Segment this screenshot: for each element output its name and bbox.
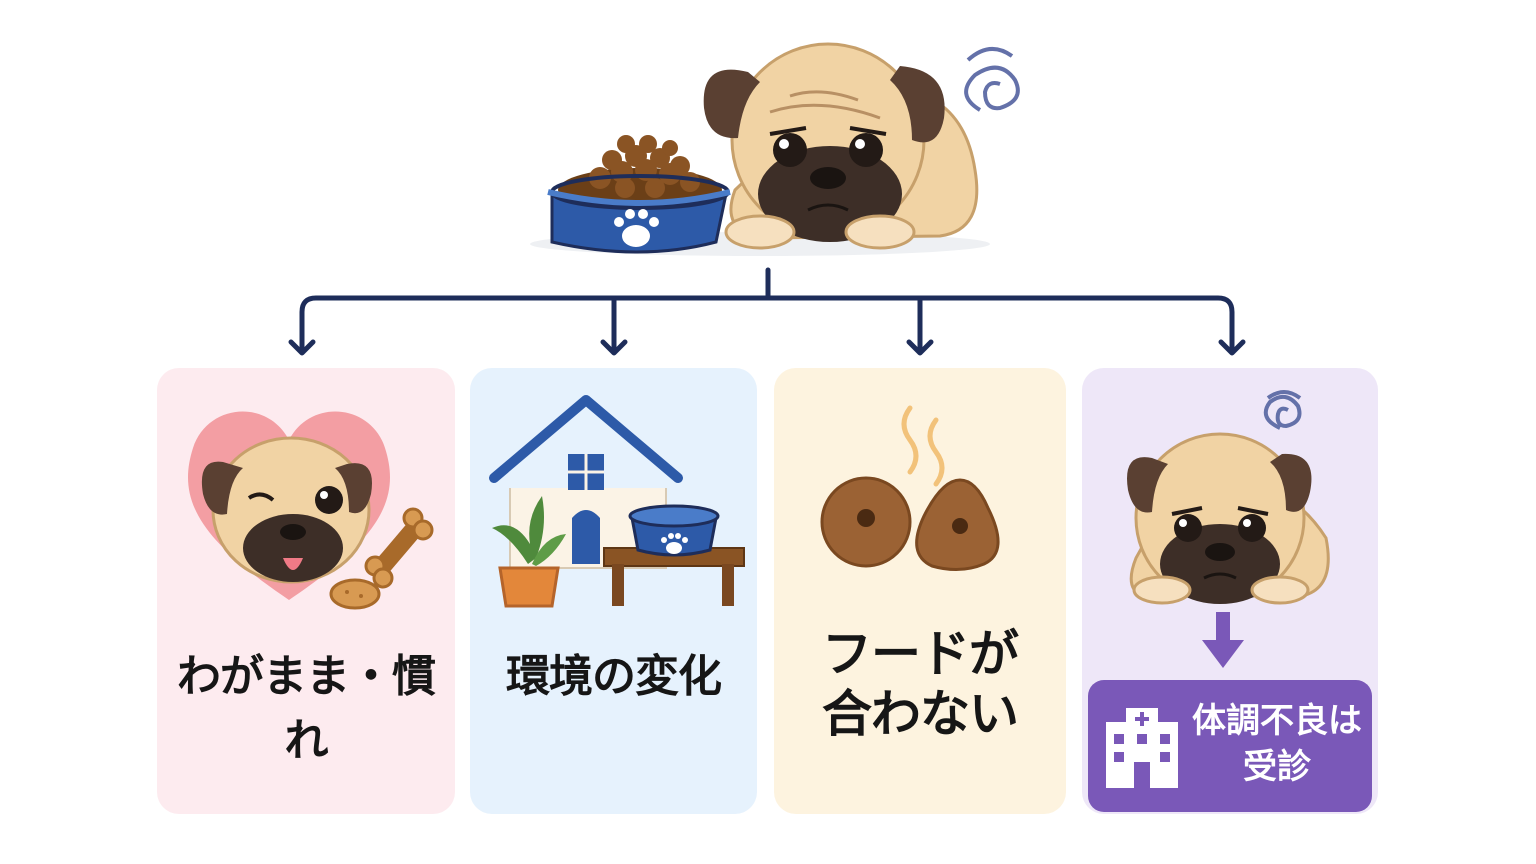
card-food-mismatch: フードが 合わない: [774, 368, 1066, 814]
sad-pug-icon: [1127, 432, 1330, 605]
card-1-label: わがまま・慣れ: [177, 651, 436, 766]
paw-icon: [614, 209, 659, 247]
hospital-icon: [1106, 708, 1178, 788]
card-3-illustration: [820, 405, 1000, 571]
hospital-text-line2: 受診: [1243, 747, 1311, 787]
card-1-illustration: [188, 411, 434, 610]
card-3-label-line2: 合わない: [822, 685, 1019, 743]
smell-wave-icon: [901, 405, 945, 487]
hospital-text: 体調不良は 受診: [1188, 698, 1366, 790]
bone-treat-icon: [364, 507, 434, 589]
card-4-illustration: [1127, 390, 1330, 668]
card-2-label: 環境の変化: [506, 651, 722, 702]
dizzy-swirl-icon: [964, 47, 1020, 112]
connector-tree: [288, 267, 1246, 356]
dizzy-swirl-icon: [1263, 390, 1302, 430]
kibble-icon: [820, 476, 1000, 571]
cookie-icon: [329, 578, 381, 610]
card-2-illustration: [489, 395, 745, 608]
sad-pug-icon: [703, 42, 979, 250]
top-illustration: [530, 42, 1020, 256]
raised-food-bowl-icon: [603, 504, 745, 606]
winking-pug-icon: [201, 436, 372, 584]
hospital-text-line1: 体調不良は: [1192, 701, 1362, 741]
food-bowl-icon: [547, 135, 731, 254]
card-3-label-line1: フードが: [822, 625, 1019, 683]
card-environment-change: 環境の変化: [470, 368, 757, 814]
hospital-recommendation-box: 体調不良は 受診: [1088, 680, 1372, 812]
potted-plant-icon: [492, 496, 566, 608]
down-arrow-icon: [1202, 612, 1244, 668]
card-selfishness: わがまま・慣れ: [157, 368, 455, 814]
